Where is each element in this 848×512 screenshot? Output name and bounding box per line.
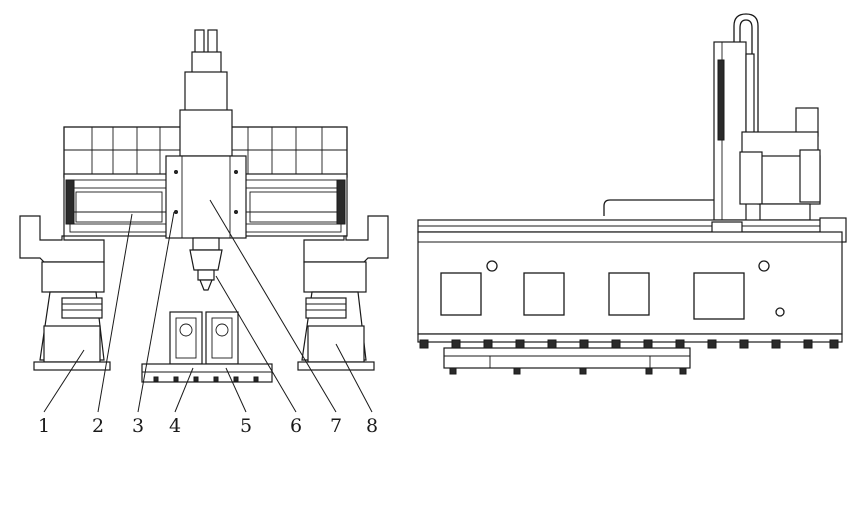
front-carriage [165,155,247,239]
front-spindle-head [189,237,223,291]
side-worktable [443,347,691,375]
side-hose [603,199,714,216]
side-motor-stack [739,107,821,221]
side-feet [419,339,839,349]
front-worktable [141,363,273,383]
front-leader-lines [43,199,373,413]
front-left-column [19,215,111,371]
side-bed [417,231,843,343]
front-vices [169,311,239,365]
callout-8: 8 [366,415,378,437]
side-view [417,13,847,375]
callout-labels: 1 2 3 4 5 6 7 8 [38,415,378,437]
callout-6: 6 [290,415,302,437]
callout-5: 5 [240,415,252,437]
callout-4: 4 [169,415,181,437]
front-ram [179,29,233,157]
side-cable-arch [733,13,759,150]
callout-3: 3 [132,415,144,437]
front-right-column [297,215,389,371]
front-view: 1 2 3 4 5 6 7 8 [19,29,389,437]
callout-7: 7 [330,415,342,437]
callout-2: 2 [92,415,104,437]
callout-1: 1 [38,415,50,437]
